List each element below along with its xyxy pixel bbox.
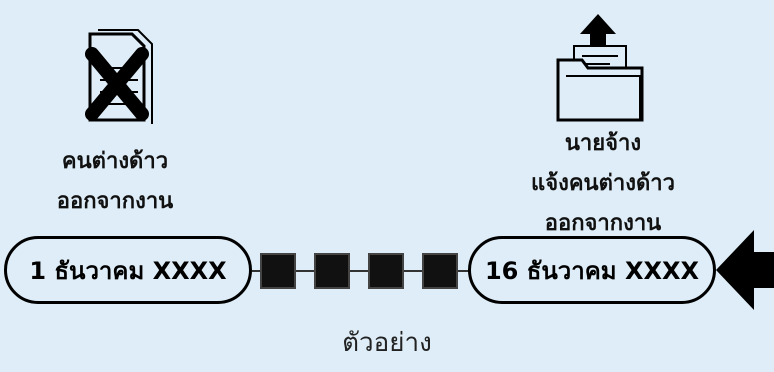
end-date-text: 16 ธันวาคม XXXX [484,256,699,285]
left-caption: คนต่างด้าว ออกจากงาน [20,142,210,222]
right-caption-line2: แจ้งคนต่างด้าว [531,171,675,196]
right-caption-line1: นายจ้าง [564,131,642,156]
left-arrow-icon [716,230,774,310]
end-date-pill: 16 ธันวาคม XXXX [468,236,716,304]
timeline-step-2 [314,253,350,289]
timeline-step-1 [260,253,296,289]
timeline-connector [252,270,472,272]
left-caption-line2: ออกจากงาน [56,189,174,214]
folder-upload-icon [556,14,644,122]
timeline-step-3 [368,253,404,289]
start-date-text: 1 ธันวาคม XXXX [29,256,227,285]
crossed-out-document-icon [85,29,153,124]
left-caption-line1: คนต่างด้าว [61,149,169,174]
timeline-step-4 [422,253,458,289]
example-label: ตัวอย่าง [342,328,432,358]
start-date-pill: 1 ธันวาคม XXXX [4,236,252,304]
right-caption-line3: ออกจากงาน [544,211,662,236]
right-caption: นายจ้าง แจ้งคนต่างด้าว ออกจากงาน [508,124,698,244]
